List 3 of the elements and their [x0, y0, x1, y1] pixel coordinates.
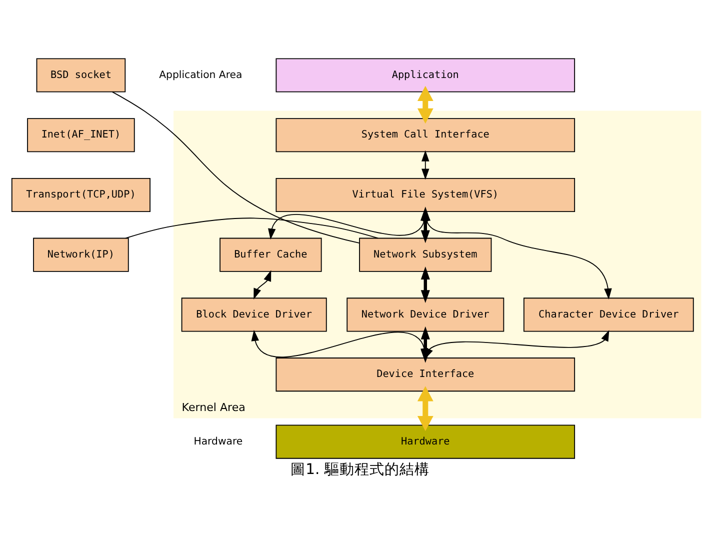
caption: 圖1. 驅動程式的結構 — [290, 460, 430, 478]
label: Application Area — [159, 69, 242, 80]
label: Hardware — [194, 436, 243, 447]
